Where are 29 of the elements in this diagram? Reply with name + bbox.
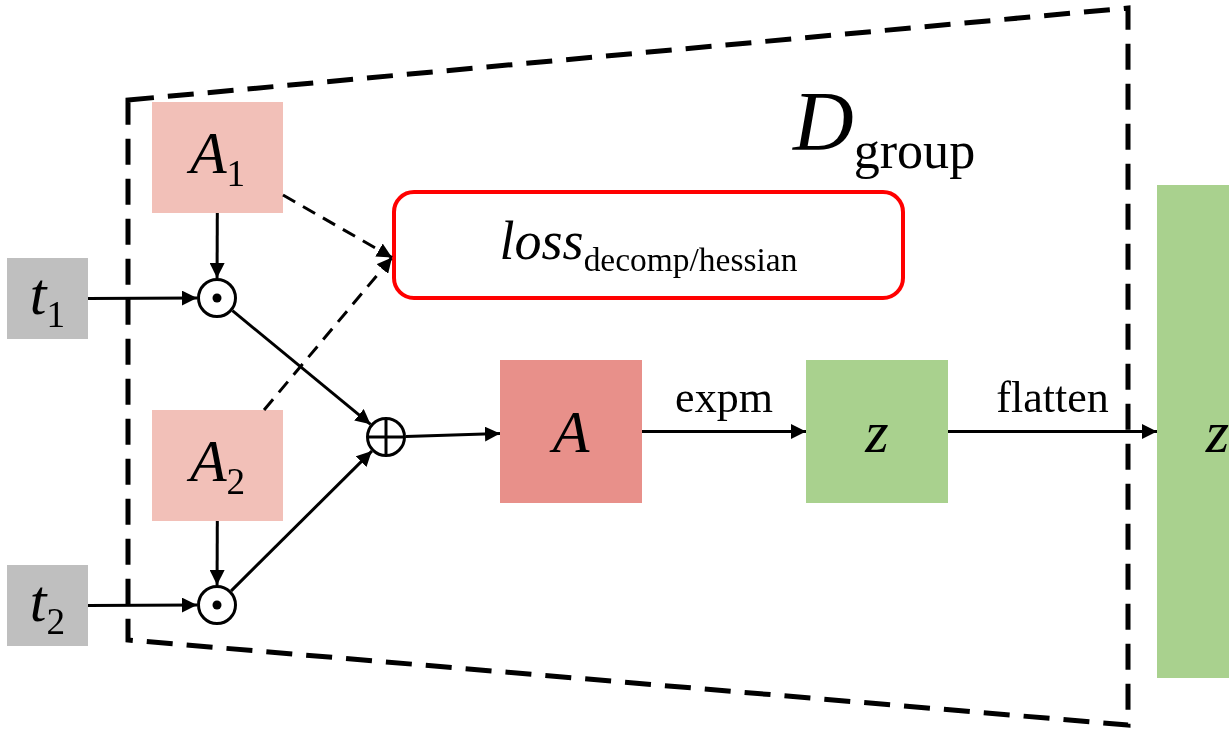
arrow xyxy=(231,309,372,426)
math-label: z xyxy=(865,401,889,462)
matrix-box xyxy=(500,360,642,503)
latent-vector-bar xyxy=(1157,185,1229,678)
matrix-box xyxy=(152,102,283,213)
loss-box xyxy=(392,190,905,300)
arrow xyxy=(209,213,225,278)
math-label: z xyxy=(1205,401,1229,462)
input-box xyxy=(7,565,88,646)
arrow xyxy=(209,521,225,585)
arrow xyxy=(88,290,197,306)
dashed-trapezoid-group xyxy=(128,8,1130,725)
arrow xyxy=(230,450,373,592)
elementwise-product-circle xyxy=(197,585,237,625)
matrix-box xyxy=(152,410,283,521)
group-title: D$_{group}$ xyxy=(793,80,976,178)
math-label: t$_{1}$ xyxy=(29,263,66,334)
arrow xyxy=(948,424,1157,439)
dashed-arrow xyxy=(262,256,394,411)
math-label: t$_{2}$ xyxy=(29,570,66,641)
arrow xyxy=(642,424,806,439)
arrow xyxy=(88,597,197,613)
sum-circle xyxy=(366,417,406,457)
latent-box xyxy=(806,360,948,503)
dashed-arrow xyxy=(282,193,393,259)
arrow xyxy=(405,426,501,442)
math-label: loss$_{decomp/hessian}$ xyxy=(499,213,798,277)
input-box xyxy=(7,258,88,339)
elementwise-product-circle xyxy=(197,278,237,318)
